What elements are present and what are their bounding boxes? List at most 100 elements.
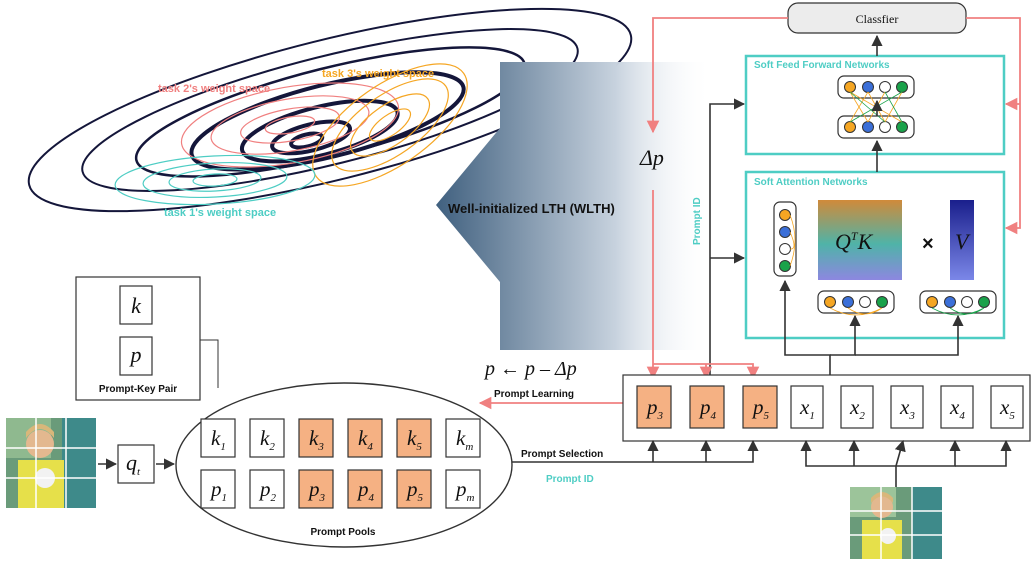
pool-prompt-1-box (200, 469, 236, 509)
classifier-to-delta-arrow (646, 17, 788, 134)
prompt-id-to-ffn-arrow (709, 98, 746, 375)
input-prompt-1: p3 (636, 385, 672, 429)
pool-prompt-3-box (298, 469, 334, 509)
pool-key-5: k5 (396, 418, 432, 458)
neuron-orange (779, 209, 791, 221)
qk-label: QTK (835, 229, 874, 254)
input-to-attn-arrow-3 (855, 314, 964, 356)
input-prompt-2-box (689, 385, 725, 429)
weight-space-contours: task 2's weight space task 3's weight sp… (27, 7, 633, 219)
key-box (119, 285, 153, 325)
task3-contour-3 (350, 93, 430, 157)
ffn-block: Soft Feed Forward Networks (744, 54, 1006, 156)
task3-contour-4 (368, 108, 412, 142)
input-patch-2-box (840, 385, 874, 429)
neuron-green (896, 81, 908, 93)
pool-prompt-6-box (445, 469, 481, 509)
image-to-x1-arrow (800, 439, 897, 487)
prompt-learning-label: Prompt Learning (494, 389, 574, 400)
input-prompt-1-label: p3 (645, 395, 664, 422)
times-symbol: × (922, 233, 934, 255)
selection-flow (511, 439, 1012, 487)
input-patch-2: x2 (840, 385, 874, 429)
attention-vertical-neurons (773, 201, 797, 277)
pool-prompt-1-label: p1 (209, 477, 227, 504)
wlth-label: Well-initialized LTH (WLTH) (448, 201, 615, 216)
pool-prompt-1: p1 (200, 469, 236, 509)
neuron-orange (824, 296, 836, 308)
classifier-to-attn-arrow (966, 17, 1021, 235)
input-prompt-3: p5 (742, 385, 778, 429)
pool-prompt-2-box (249, 469, 285, 509)
shared-contour-1 (189, 70, 466, 172)
neuron-group (837, 75, 915, 99)
task3-label: task 3's weight space (322, 68, 434, 80)
transformer-flow (709, 34, 964, 375)
neuron-blue (944, 296, 956, 308)
input-patch-5-box (990, 385, 1024, 429)
prompt-symbol: p (129, 342, 142, 367)
neuron-orange (844, 121, 856, 133)
pool-key-5-box (396, 418, 432, 458)
input-patch-3-box (890, 385, 924, 429)
pool-prompt-5-label: p5 (405, 477, 424, 504)
v-matrix (950, 200, 974, 280)
prompt-box (119, 336, 153, 376)
input-prompt-3-box (742, 385, 778, 429)
delta-p-label: Δp (639, 145, 664, 170)
input-to-attn-arrow-1 (779, 279, 831, 375)
pair-connector (200, 339, 219, 388)
neuron-group (919, 290, 997, 314)
image-to-x5-arrow (955, 439, 1012, 467)
prompt-key-pair-label: Prompt-Key Pair (99, 384, 177, 395)
neuron-group (817, 290, 895, 314)
attention-block: Soft Attention Networks QTK × V (744, 170, 1006, 340)
child-hair (871, 492, 893, 503)
classifier-box: Classfier (787, 2, 967, 34)
neuron-white (779, 243, 791, 255)
input-patch-4-label: x4 (949, 395, 965, 422)
ffn-layer-bottom (837, 115, 915, 139)
child-hair (26, 424, 54, 438)
classifier-label: Classfier (856, 12, 899, 26)
pool-key-6-label: km (456, 426, 473, 453)
image-to-x3-arrow (894, 439, 906, 467)
neuron-group (837, 115, 915, 139)
pool-key-4: k4 (347, 418, 383, 458)
shared-contour-2 (239, 98, 400, 164)
pool-key-6-box (445, 418, 481, 458)
attention-query-neurons (817, 290, 895, 316)
selection-to-p5-arrow (511, 439, 759, 463)
input-to-attn-arrow-2 (830, 314, 861, 356)
image-to-x4-arrow (896, 439, 961, 467)
task2-contour-4 (264, 115, 316, 135)
neuron-white (879, 121, 891, 133)
qk-matrix (818, 200, 902, 280)
task3-contour-2 (331, 78, 449, 172)
pool-key-6: km (445, 418, 481, 458)
patch-grid (6, 418, 96, 508)
neuron-blue (862, 81, 874, 93)
pool-key-3-box (298, 418, 334, 458)
attention-title: Soft Attention Networks (754, 177, 868, 188)
neuron-orange (926, 296, 938, 308)
neuron-white (961, 296, 973, 308)
input-image-right (850, 487, 942, 559)
pool-key-1-box (200, 418, 236, 458)
neuron-white (859, 296, 871, 308)
v-label: V (955, 229, 971, 254)
pool-key-2-box (249, 418, 285, 458)
ffn-layer-top (837, 75, 915, 99)
input-patch-3: x3 (890, 385, 924, 429)
input-image-left (6, 418, 96, 508)
ffn-title: Soft Feed Forward Networks (754, 60, 890, 71)
task1-label: task 1's weight space (164, 207, 276, 219)
task1-contour-3 (168, 168, 262, 192)
prompt-selection-label: Prompt Selection (521, 449, 603, 460)
pool-prompt-4-label: p4 (356, 477, 375, 504)
pool-key-4-label: k4 (358, 426, 373, 453)
